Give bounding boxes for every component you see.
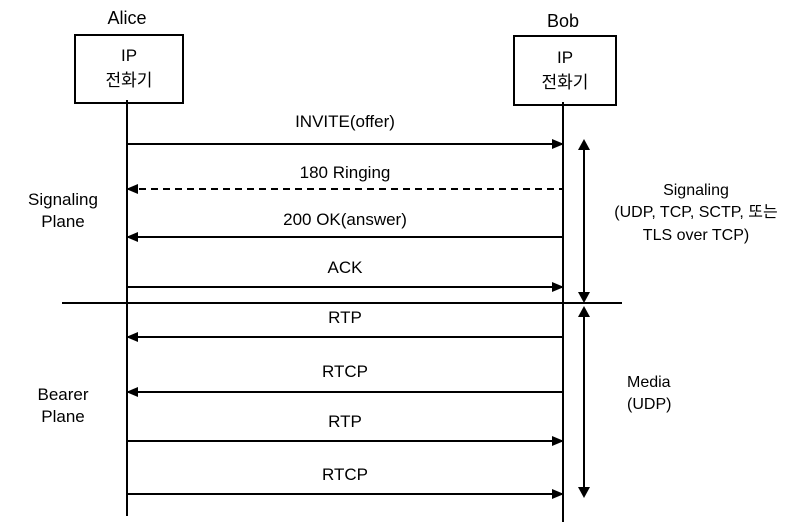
message-label-200-ok: 200 OK(answer) [283, 210, 407, 229]
arrowhead-left-icon [126, 184, 138, 194]
actor-label-alice: Alice [107, 8, 147, 28]
message-label-rtcp-1: RTCP [322, 362, 368, 381]
lifeline-bob [562, 102, 564, 522]
arrowhead-left-icon [126, 332, 138, 342]
arrowhead-left-icon [126, 232, 138, 242]
lifeline-alice [126, 100, 128, 516]
signaling-span-arrow [578, 139, 590, 303]
arrowhead-right-icon [552, 489, 564, 499]
arrow-invite [127, 139, 564, 149]
plane-divider [62, 302, 622, 304]
arrow-180-ringing [126, 184, 563, 194]
message-label-invite: INVITE(offer) [295, 112, 395, 131]
arrowhead-down-icon [578, 487, 590, 498]
signaling-transport-label: Signaling (UDP, TCP, SCTP, 또는 TLS over T… [614, 182, 778, 244]
media-transport-label: Media (UDP) [627, 374, 672, 414]
arrowhead-right-icon [552, 282, 564, 292]
arrowhead-left-icon [126, 387, 138, 397]
media-span-arrow [578, 306, 590, 498]
message-label-ack: ACK [327, 258, 363, 277]
message-label-rtp-1: RTP [328, 308, 362, 327]
arrow-rtp-1 [126, 332, 563, 342]
message-label-180-ringing: 180 Ringing [299, 163, 391, 182]
actor-box-bob-line1: IP [556, 47, 574, 67]
actor-box-bob-line2: 전화기 [541, 72, 589, 92]
actor-box-alice-line1: IP [120, 46, 138, 66]
arrow-rtcp-1 [126, 387, 563, 397]
message-label-rtcp-2: RTCP [322, 465, 368, 484]
arrowhead-up-icon [578, 306, 590, 317]
arrowhead-right-icon [552, 139, 564, 149]
arrowhead-right-icon [552, 436, 564, 446]
actor-box-alice-line2: 전화기 [105, 71, 153, 90]
actor-box-bob: IP 전화기 [513, 35, 617, 106]
signaling-plane-label: Signaling Plane [28, 190, 98, 232]
arrowhead-down-icon [578, 292, 590, 303]
arrow-200-ok [126, 232, 563, 242]
actor-label-bob: Bob [546, 11, 580, 31]
bearer-plane-label: Bearer Plane [37, 385, 89, 427]
arrow-rtcp-2 [127, 489, 564, 499]
arrow-ack [127, 282, 564, 292]
arrowhead-up-icon [578, 139, 590, 150]
arrow-rtp-2 [127, 436, 564, 446]
actor-box-alice: IP 전화기 [74, 34, 184, 104]
message-label-rtp-2: RTP [328, 412, 362, 431]
